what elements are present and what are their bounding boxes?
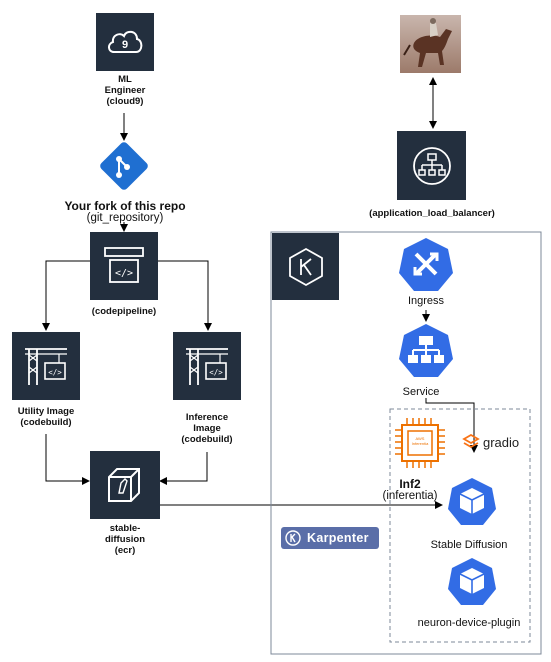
service-label: Service	[402, 386, 440, 398]
karpenter-icon	[285, 530, 301, 546]
inferentia-chip-text: AWS Inferentia	[411, 436, 429, 446]
edge-service-pods	[425, 398, 478, 453]
svg-text:</>: </>	[209, 368, 223, 377]
stable-diffusion-label: Stable Diffusion	[430, 539, 508, 551]
git-subtitle: (git_repository)	[86, 212, 164, 224]
svg-text:9: 9	[122, 39, 128, 51]
edge-codepipeline-inference	[158, 260, 212, 331]
inf2-title: Inf2	[399, 477, 421, 491]
codepipeline-label: (codepipeline)	[91, 306, 157, 317]
gradio-label: gradio	[483, 434, 520, 450]
svg-text:</>: </>	[48, 368, 62, 377]
inf2-subtitle: (inferentia)	[382, 490, 438, 502]
codebuild-crane-icon: </>	[186, 348, 228, 385]
cloud9-label: ML Engineer (cloud9)	[104, 74, 146, 107]
ecr-cube-icon	[108, 468, 140, 502]
eks-cluster-boundary	[270, 231, 542, 655]
horse-rider-image	[400, 15, 461, 73]
gradio-icon	[462, 434, 480, 449]
codepipeline-node: </>	[90, 232, 158, 300]
inferentia-chip-icon	[395, 418, 445, 468]
codebuild-crane-icon: </>	[25, 348, 67, 385]
gradio-logo: gradio	[462, 434, 519, 450]
codepipeline-icon: </>	[104, 247, 144, 283]
cloud9-icon: 9	[108, 30, 143, 53]
utility-codebuild-label: Utility Image (codebuild)	[17, 406, 75, 428]
eks-icon	[288, 247, 323, 286]
pod-cube-icon	[448, 558, 496, 605]
load-balancer-icon	[412, 146, 451, 185]
pod-cube-icon	[448, 478, 496, 525]
alb-node	[397, 131, 466, 200]
inference-codebuild-node: </>	[173, 332, 241, 400]
utility-codebuild-node: </>	[12, 332, 80, 400]
ingress-label: Ingress	[407, 295, 445, 307]
alb-label: (application_load_balancer)	[369, 208, 495, 219]
ecr-label: stable- diffusion (ecr)	[104, 523, 146, 556]
edge-utility-ecr	[45, 434, 90, 485]
git-icon	[100, 142, 148, 190]
svg-text:</>: </>	[115, 268, 133, 279]
git-title: Your fork of this repo	[64, 199, 186, 213]
edge-codepipeline-utility	[42, 260, 90, 331]
edge-inference-ecr	[159, 452, 208, 485]
karpenter-label: Karpenter	[307, 531, 369, 545]
ecr-node	[90, 451, 160, 519]
inf2-node-boundary	[389, 408, 531, 643]
karpenter-badge: Karpenter	[281, 527, 379, 549]
service-icon	[399, 324, 453, 377]
ingress-icon	[399, 238, 453, 291]
cloud9-node: 9	[96, 13, 154, 71]
inference-codebuild-label: Inference Image (codebuild)	[181, 412, 233, 445]
neuron-device-plugin-label: neuron-device-plugin	[417, 617, 521, 629]
eks-node	[272, 233, 339, 300]
